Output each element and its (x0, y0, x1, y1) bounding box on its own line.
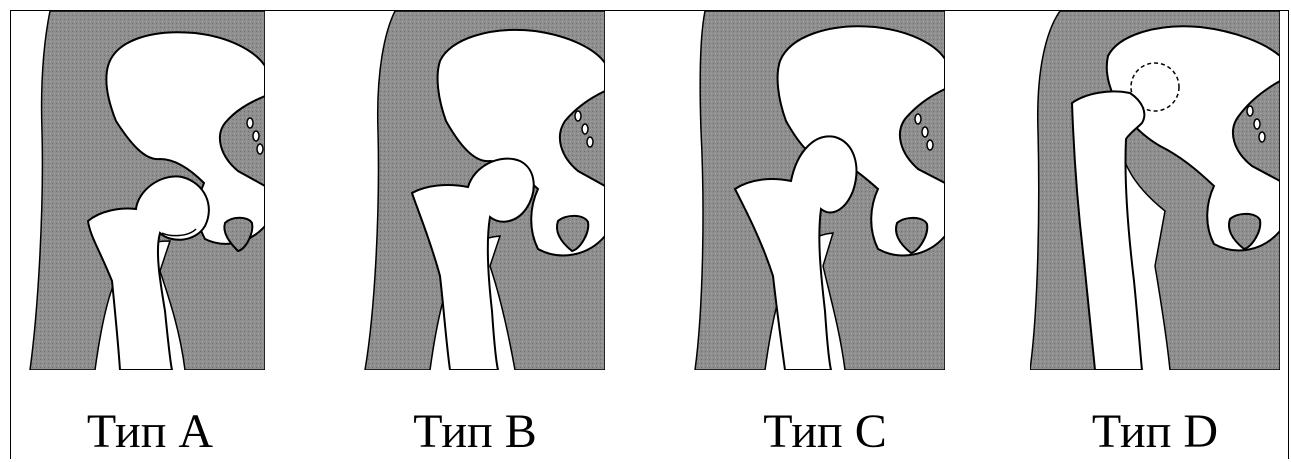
hip-illustration-type-c (685, 11, 945, 370)
hip-illustration-type-a (20, 11, 265, 370)
hip-illustration-type-b (340, 11, 605, 370)
hip-illustration-type-d (1030, 11, 1280, 370)
caption-type-b: Тип B (365, 402, 585, 462)
caption-type-a: Тип A (40, 402, 260, 462)
caption-type-d: Тип D (1045, 402, 1265, 462)
caption-type-c: Тип C (715, 402, 935, 462)
panel-type-c (685, 11, 945, 370)
panel-type-a (20, 11, 265, 370)
panel-type-d (1030, 11, 1280, 370)
panel-type-b (340, 11, 605, 370)
